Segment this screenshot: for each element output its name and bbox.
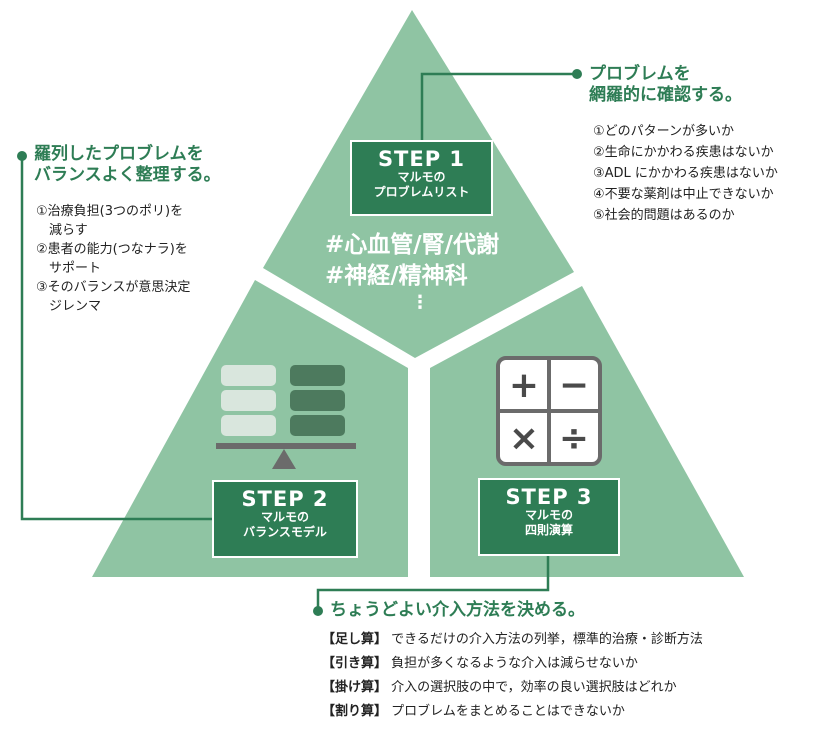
tag-cardio: #心血管/腎/代謝 [325,232,500,258]
step1-line1: マルモの [397,170,446,184]
balance-scale-icon [216,443,356,469]
left-list-item: ③そのバランスが意思決定 [36,280,191,295]
bottom-row-multiply: 【掛け算】 介入の選択肢の中で，効率の良い選択肢はどれか [322,676,703,700]
step3-line1: マルモの [524,508,573,522]
calculator-plus: + [509,365,539,406]
connector-line-step2 [20,156,216,521]
bottom-list: 【足し算】 できるだけの介入方法の列挙，標準的治療・診断方法 【引き算】 負担が… [322,628,703,724]
calculator-times: × [509,418,539,459]
connector-dot-step3 [313,606,323,616]
step2-box: STEP 2 マルモの バランスモデル [212,480,358,558]
step3-title: STEP 3 [505,485,593,509]
left-heading-line2: バランスよく整理する。 [34,165,221,185]
bottom-row-text: プロブレムをまとめることはできないか [391,704,625,719]
right-heading-line2: 網羅的に確認する。 [589,85,742,105]
connector-dot-step1 [572,69,582,79]
right-list-item: ②生命にかかわる疾患はないか [593,145,774,160]
connector-dot-step2 [17,151,27,161]
right-heading: プロブレムを 網羅的に確認する。 [589,64,809,106]
balance-blocks-icon [221,365,345,436]
calculator-icon: + − × ÷ [496,356,602,466]
step1-title: STEP 1 [377,147,466,171]
step2-line1: マルモの [260,510,309,524]
bottom-row-subtract: 【引き算】 負担が多くなるような介入は減らせないか [322,652,703,676]
tag-neuro: #神経/精神科 [325,263,468,289]
calculator-divide: ÷ [559,418,589,459]
step1-tags: #心血管/腎/代謝 #神経/精神科 ⋮ [325,230,545,314]
bottom-row-add: 【足し算】 できるだけの介入方法の列挙，標準的治療・診断方法 [322,628,703,652]
bottom-row-key: 【引き算】 [322,656,388,671]
bottom-row-key: 【掛け算】 [322,680,388,695]
right-heading-line1: プロブレムを [589,64,691,84]
left-list-item: ②患者の能力(つなナラ)を [36,242,188,257]
bottom-row-text: 負担が多くなるような介入は減らせないか [391,656,638,671]
bottom-row-key: 【割り算】 [322,704,388,719]
step3-line2: 四則演算 [524,523,573,537]
left-heading: 羅列したプロブレムを バランスよく整理する。 [34,144,274,186]
right-list-item: ①どのパターンが多いか [593,124,735,139]
step1-box: STEP 1 マルモの プロブレムリスト [350,140,493,216]
calculator-minus: − [559,365,589,406]
step2-line2: バランスモデル [243,525,327,539]
tag-ellipsis: ⋮ [411,292,429,313]
bottom-heading: ちょうどよい介入方法を決める。 [330,600,585,620]
right-list-item: ③ADL にかかわる疾患はないか [593,166,778,181]
step1-line2: プロブレムリスト [373,185,470,199]
left-list-item: 減らす [36,223,88,238]
left-heading-line1: 羅列したプロブレムを [34,144,204,164]
step2-title: STEP 2 [241,487,329,511]
right-list-item: ⑤社会的問題はあるのか [593,208,735,223]
left-list-item: ジレンマ [36,299,102,314]
bottom-row-divide: 【割り算】 プロブレムをまとめることはできないか [322,700,703,724]
step3-box: STEP 3 マルモの 四則演算 [478,478,620,556]
bottom-row-text: できるだけの介入方法の列挙，標準的治療・診断方法 [391,632,703,647]
right-list-item: ④不要な薬剤は中止できないか [593,187,774,202]
connector-line-step3 [316,555,550,611]
left-list: ①治療負担(3つのポリ)を 減らす ②患者の能力(つなナラ)を サポート ③その… [36,202,190,316]
right-list: ①どのパターンが多いか ②生命にかかわる疾患はないか ③ADL にかかわる疾患は… [593,121,778,226]
bottom-row-text: 介入の選択肢の中で，効率の良い選択肢はどれか [391,680,677,695]
connector-line-step1 [420,72,577,150]
left-list-item: ①治療負担(3つのポリ)を [36,204,184,219]
bottom-row-key: 【足し算】 [322,632,388,647]
left-list-item: サポート [36,261,102,276]
